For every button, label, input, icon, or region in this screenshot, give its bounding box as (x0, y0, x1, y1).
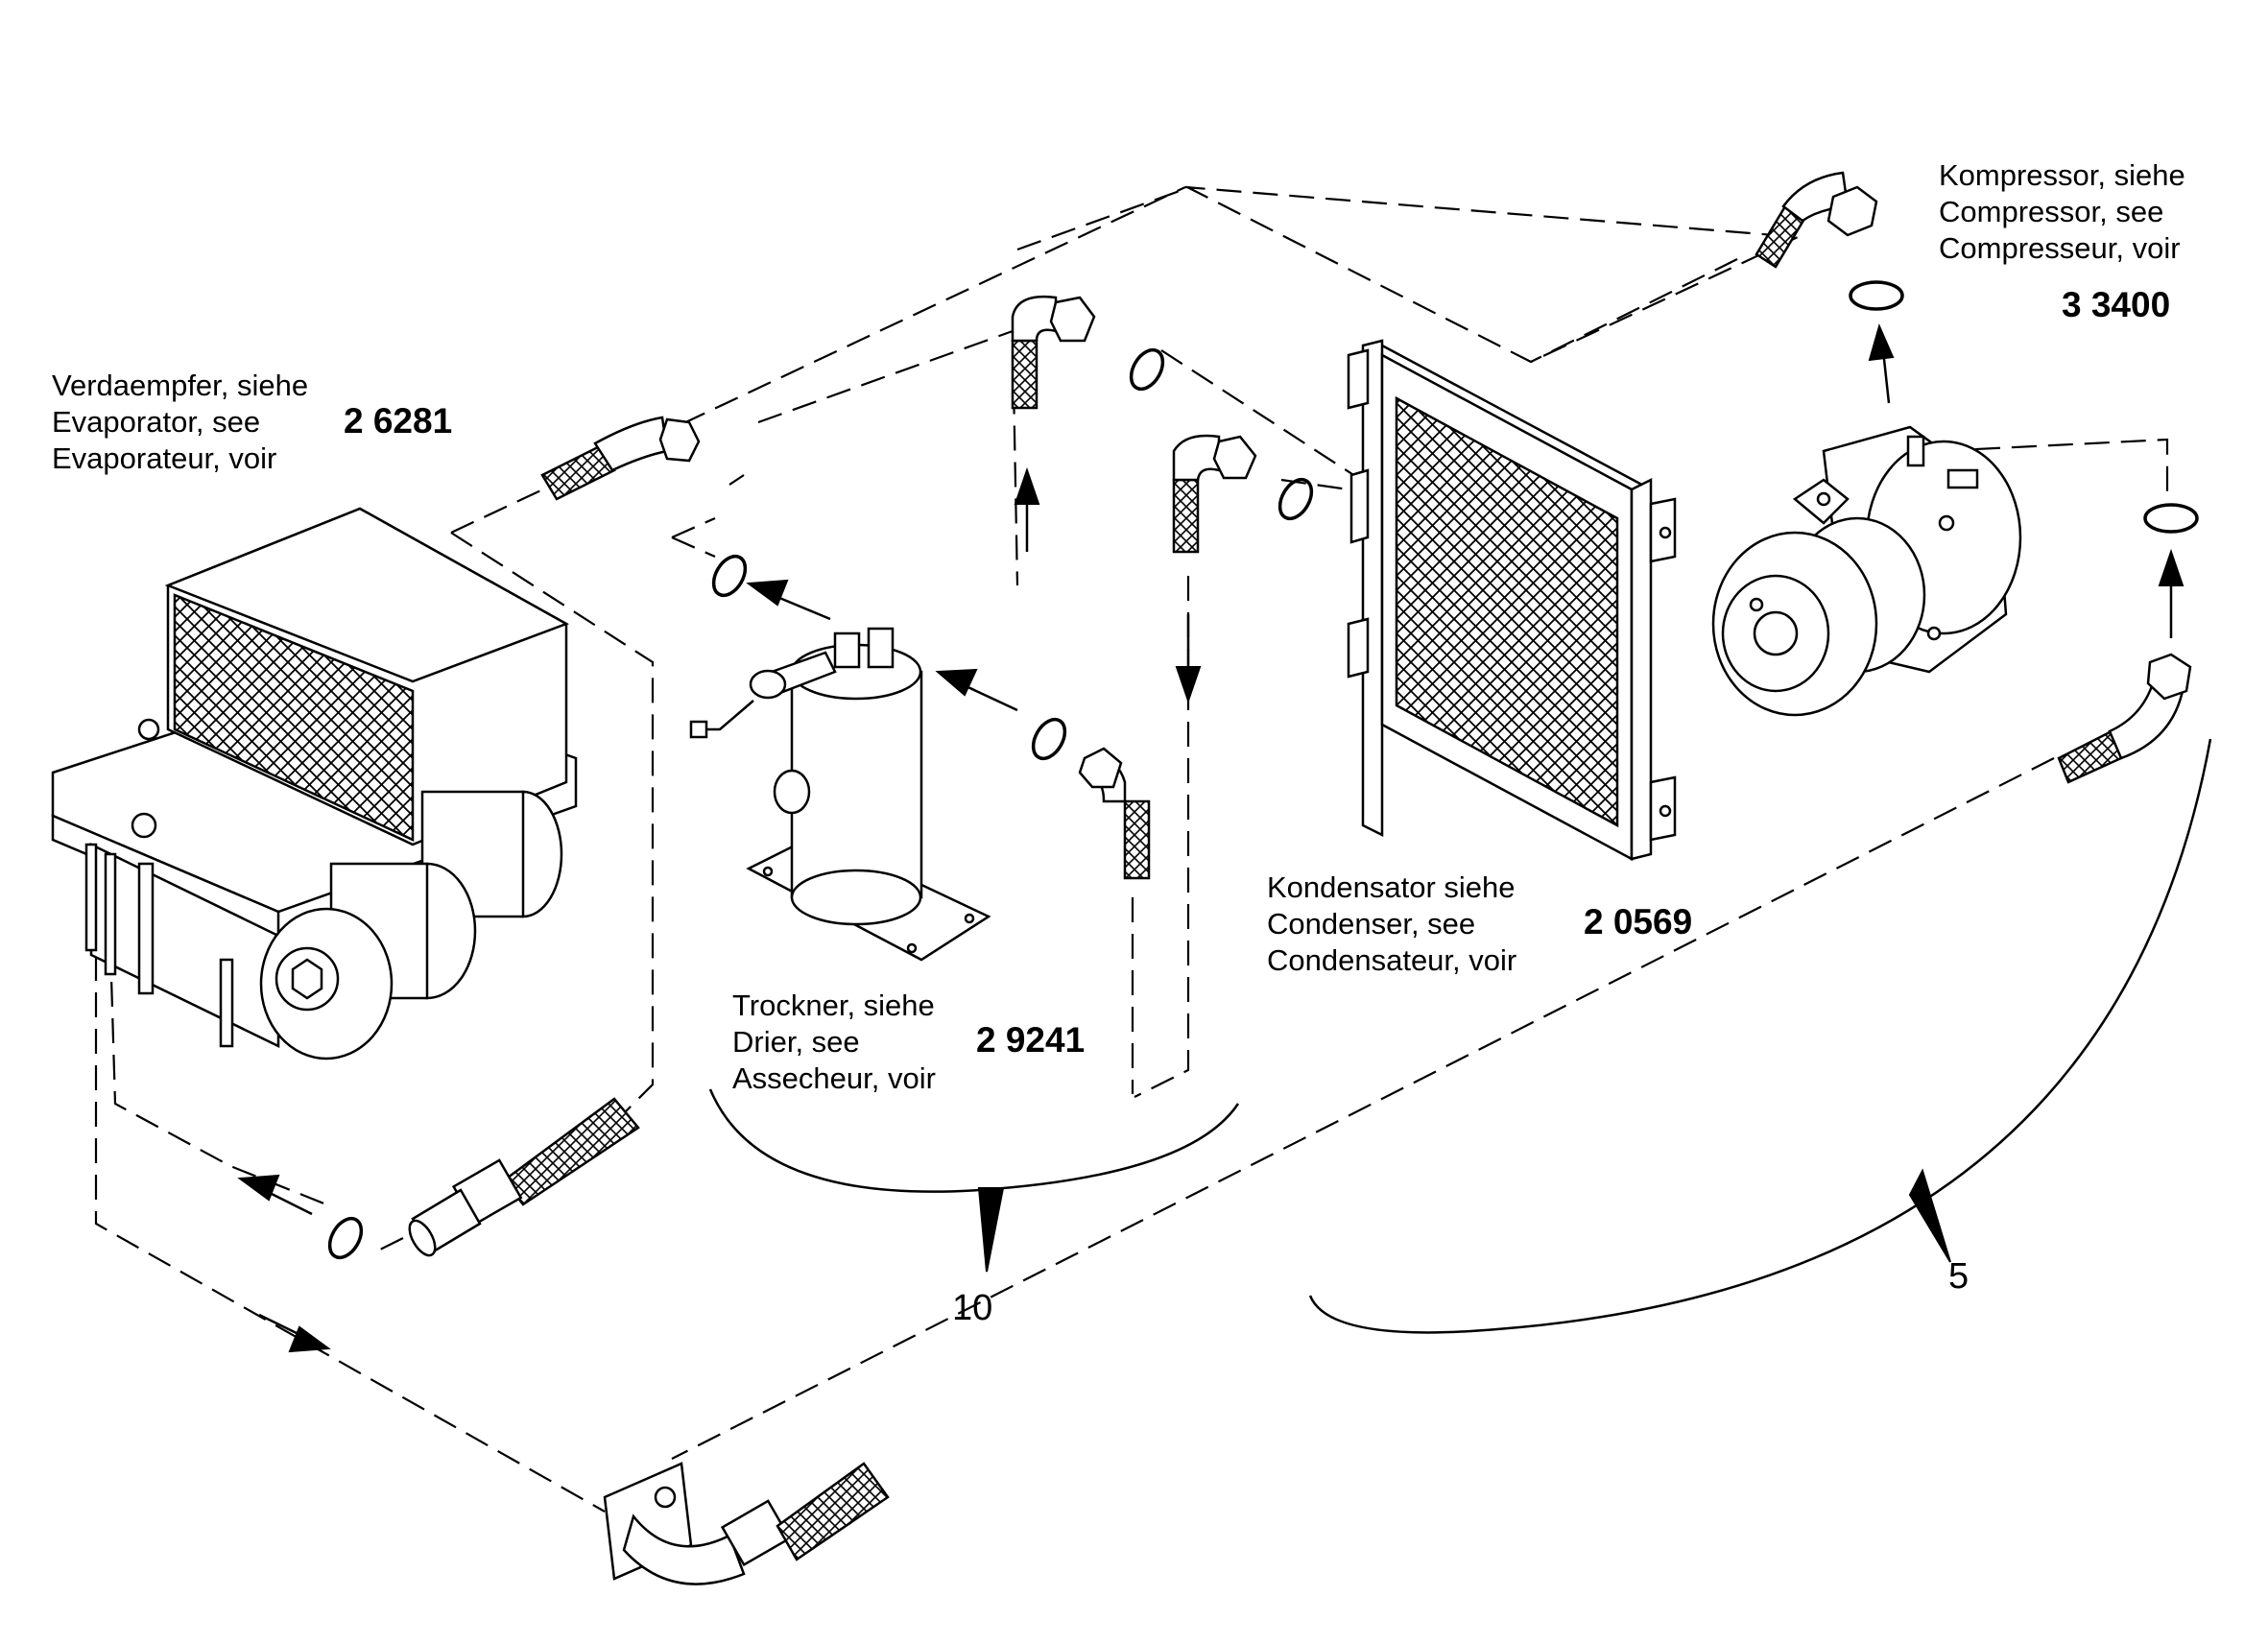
condenser-label-line2: Condenser, see (1267, 907, 1475, 941)
evaporator-label-line1: Verdaempfer, siehe (52, 369, 308, 402)
callout-5: 5 (1948, 1256, 1969, 1297)
compressor-label-line3: Compresseur, voir (1939, 231, 2181, 265)
flow-arrows (237, 323, 2184, 1353)
compressor-label: Kompressor, siehe Compressor, see Compre… (1939, 158, 2185, 324)
condenser-label-line1: Kondensator siehe (1267, 870, 1516, 904)
drier-label-line3: Assecheur, voir (732, 1061, 936, 1095)
compressor-label-line1: Kompressor, siehe (1939, 158, 2185, 192)
callout-curves (708, 738, 2212, 1334)
o-rings (327, 280, 2199, 1260)
routing-lines (94, 185, 2169, 1513)
compressor-label-line2: Compressor, see (1939, 195, 2163, 228)
condenser-label-line3: Condensateur, voir (1267, 943, 1516, 977)
evaporator-unit (51, 507, 578, 1060)
drier-label-line2: Drier, see (732, 1025, 860, 1059)
evaporator-label-line3: Evaporateur, voir (52, 441, 276, 475)
compressor-part-number: 3 3400 (2062, 285, 2170, 324)
evaporator-part-number: 2 6281 (344, 401, 452, 441)
drier-part-number: 2 9241 (976, 1020, 1085, 1060)
callout-10: 10 (952, 1288, 992, 1328)
hose-fittings (408, 171, 2192, 1585)
compressor-unit (1711, 425, 2022, 717)
drier-label-line1: Trockner, siehe (732, 989, 935, 1022)
condenser-label: Kondensator siehe Condenser, see Condens… (1267, 870, 1692, 977)
condenser-part-number: 2 0569 (1584, 902, 1692, 941)
condenser-unit (1347, 339, 1677, 862)
evaporator-label-line2: Evaporator, see (52, 405, 260, 439)
drier-unit (689, 627, 991, 962)
drier-label: Trockner, siehe Drier, see Assecheur, vo… (732, 989, 1085, 1095)
evaporator-label: Verdaempfer, siehe Evaporator, see Evapo… (52, 369, 452, 475)
